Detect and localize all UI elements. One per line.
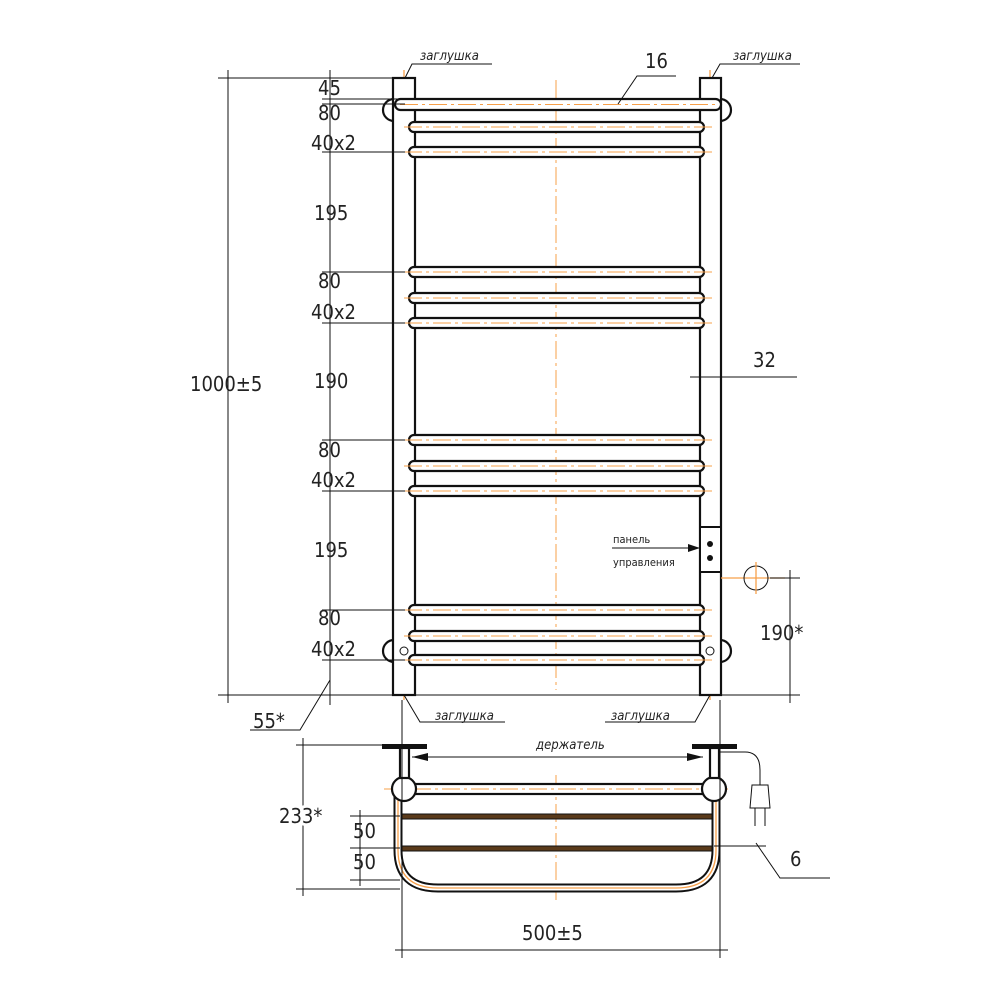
post-diameter: 32	[753, 348, 776, 372]
depth: 233*	[279, 804, 322, 828]
dim-chain: 195	[314, 201, 348, 225]
shelf-bar	[401, 845, 713, 852]
front-view: панель управления 1000±5 45 80 40x2 195 …	[190, 49, 803, 733]
right-post	[698, 76, 723, 697]
bracket-screw	[399, 646, 409, 656]
plug-label-bottom-right: заглушка	[611, 709, 670, 724]
arrow-icon	[687, 753, 703, 761]
holder-label: держатель	[535, 738, 605, 753]
panel-label-2: управления	[613, 556, 675, 569]
dim-chain: 80	[318, 438, 341, 462]
socket-height: 190*	[760, 621, 803, 645]
bar-diameter: 16	[645, 49, 668, 73]
dim-chain: 40x2	[311, 468, 356, 492]
shelf-gap: 6	[790, 847, 801, 871]
shelf-frame	[393, 789, 721, 893]
shelf-bar	[401, 813, 713, 820]
plug-label-top-left: заглушка	[420, 49, 479, 64]
dim-chain: 80	[318, 101, 341, 125]
overall-width: 500±5	[522, 921, 583, 945]
dim-chain: 80	[318, 269, 341, 293]
left-post	[391, 76, 417, 697]
control-panel	[699, 526, 722, 573]
dim-chain: 190	[314, 369, 348, 393]
holder-plate	[382, 744, 427, 749]
arrow-icon	[688, 544, 700, 552]
arrow-icon	[412, 753, 428, 761]
panel-button-icon	[707, 541, 713, 547]
dim-chain: 195	[314, 538, 348, 562]
panel-label-1: панель	[613, 533, 650, 546]
overall-height: 1000±5	[190, 372, 262, 396]
dim-chain: 45	[318, 76, 341, 100]
bottom-offset: 55*	[253, 709, 285, 733]
holder	[398, 746, 411, 780]
plug-label-top-right: заглушка	[733, 49, 792, 64]
top-view: держатель 233* 50 50 6 500±5	[276, 700, 830, 958]
holder-plate	[692, 744, 737, 749]
dim-chain: 40x2	[311, 131, 356, 155]
dim-chain: 40x2	[311, 300, 356, 324]
shelf-spacing: 50	[353, 850, 376, 874]
post-section	[390, 775, 418, 803]
plug-label-bottom-left: заглушка	[435, 709, 494, 724]
post-section	[700, 775, 728, 803]
shelf-spacing: 50	[353, 819, 376, 843]
panel-button-icon	[707, 555, 713, 561]
power-cable	[719, 751, 761, 785]
holder	[708, 746, 721, 780]
bracket-screw	[705, 646, 715, 656]
dim-chain: 40x2	[311, 637, 356, 661]
dim-chain: 80	[318, 606, 341, 630]
power-plug-icon	[749, 784, 771, 809]
